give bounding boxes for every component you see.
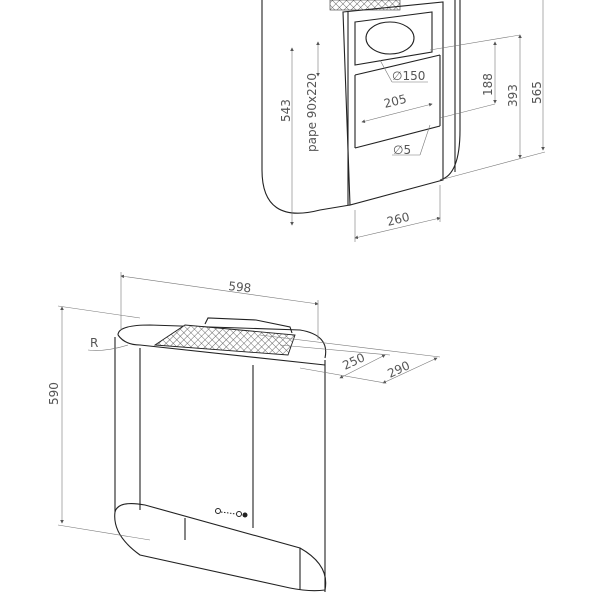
grease-filter	[153, 324, 296, 356]
front-view-hood	[114, 317, 327, 592]
hood-bottom-outline	[114, 503, 327, 592]
light-button-icon[interactable]	[242, 512, 248, 518]
dim-radius: R	[90, 336, 98, 350]
dim-damper: pape 90x220	[305, 73, 319, 152]
hood-left-body	[261, 0, 351, 214]
dim-hole-diameter: ∅5	[393, 143, 411, 157]
dim-393: 393	[506, 84, 520, 107]
front-view-dimensions: 598 590 R 250 290	[47, 272, 441, 541]
dim-565: 565	[530, 81, 544, 104]
rear-view-hood	[261, 0, 461, 214]
speed-button-icon[interactable]	[236, 511, 242, 517]
rear-view-dimensions: 543 pape 90x220 ∅150 205 188 393 565 ∅5 …	[279, 0, 546, 242]
dim-250: 250	[340, 350, 367, 372]
power-button-icon[interactable]	[215, 508, 221, 514]
control-panel[interactable]	[215, 508, 248, 518]
dim-290: 290	[385, 358, 412, 380]
dim-188: 188	[481, 73, 495, 96]
dim-590: 590	[47, 382, 61, 405]
dim-duct-diameter: ∅150	[392, 69, 425, 83]
dim-543: 543	[279, 99, 293, 122]
dim-598: 598	[228, 279, 252, 295]
dim-205: 205	[382, 92, 408, 111]
filter-grid	[329, 0, 401, 11]
hood-right-body	[439, 0, 461, 181]
dim-260: 260	[385, 210, 411, 229]
duct-opening	[354, 11, 433, 66]
duct-collar	[365, 21, 415, 55]
